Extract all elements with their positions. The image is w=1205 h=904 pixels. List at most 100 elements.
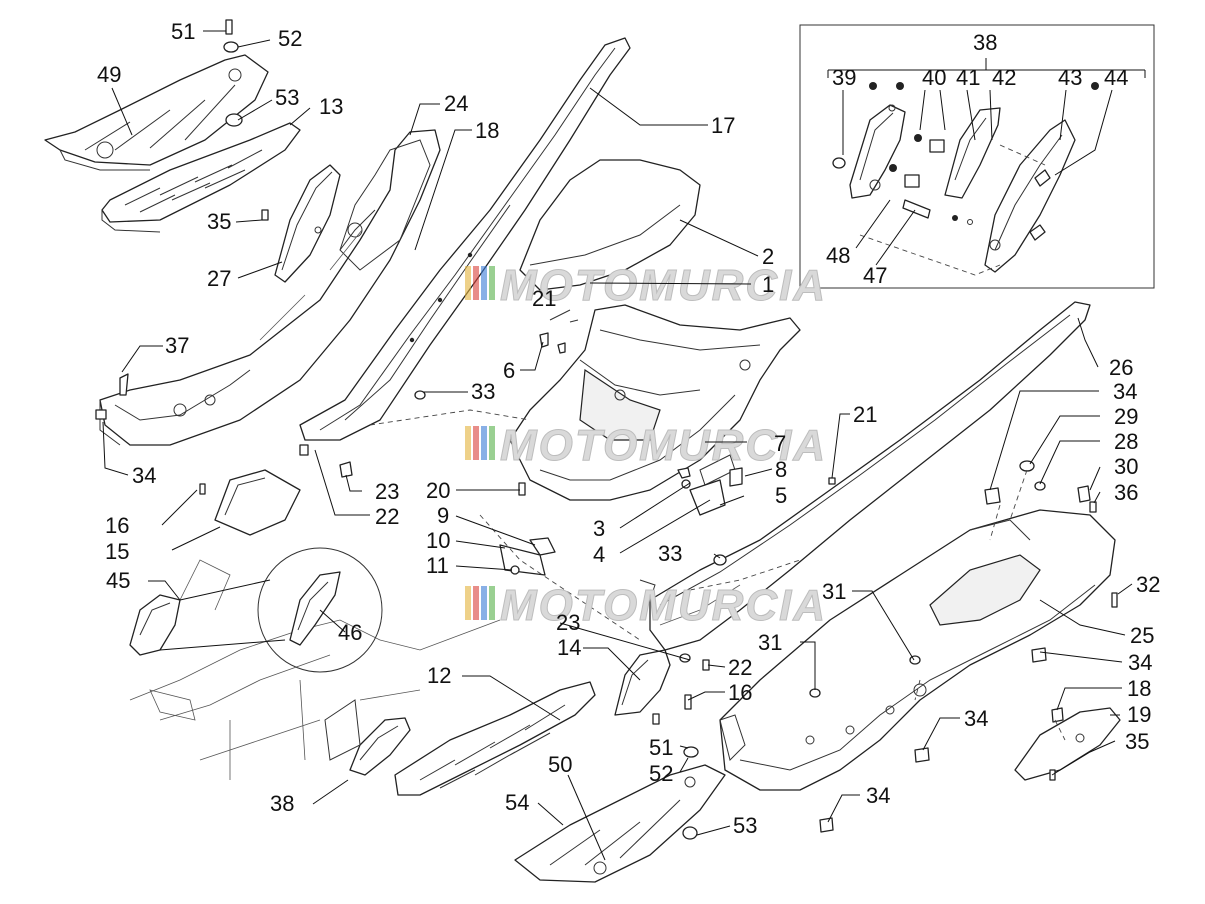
small-hardware: [95, 19, 1118, 840]
part-left-side-panel: [99, 129, 441, 446]
callout-16: 16: [728, 680, 752, 705]
callout-23: 23: [375, 479, 399, 504]
callout-7: 7: [774, 431, 786, 456]
callout-22: 22: [728, 655, 752, 680]
callout-27: 27: [207, 266, 231, 291]
watermark-top: MOTOMURCIA: [465, 261, 827, 311]
part-central-tunnel: [509, 304, 801, 501]
callout-34: 34: [964, 706, 988, 731]
callout-37: 37: [165, 333, 189, 358]
callout-39: 39: [832, 65, 856, 90]
callout-44: 44: [1104, 65, 1128, 90]
callout-22: 22: [375, 504, 399, 529]
callout-25: 25: [1130, 623, 1154, 648]
callout-15: 15: [105, 539, 129, 564]
part-right-side-panel: [639, 301, 1091, 651]
parts-line-art: [44, 19, 1155, 883]
callout-1: 1: [762, 272, 774, 297]
callout-42: 42: [992, 65, 1016, 90]
callout-26: 26: [1109, 355, 1133, 380]
callout-23: 23: [556, 610, 580, 635]
part-frame-rail: [299, 37, 631, 441]
callout-8: 8: [775, 457, 787, 482]
callout-28: 28: [1114, 429, 1138, 454]
callout-34: 34: [1113, 379, 1137, 404]
inset-parts: [832, 82, 1099, 276]
watermark-bottom: MOTOMURCIA: [465, 581, 827, 631]
callout-5: 5: [775, 483, 787, 508]
callout-35: 35: [1125, 729, 1149, 754]
callout-34: 34: [1128, 650, 1152, 675]
callout-16: 16: [105, 513, 129, 538]
callout-30: 30: [1114, 454, 1138, 479]
callout-12: 12: [427, 663, 451, 688]
callout-52: 52: [278, 26, 302, 51]
callout-33: 33: [471, 379, 495, 404]
callout-10: 10: [426, 528, 450, 553]
callout-numbers: 51 52 49 53 13 24 18 17 35 27 2 1 21 37 …: [97, 19, 1160, 838]
callout-2: 2: [762, 244, 774, 269]
callout-38: 38: [973, 30, 997, 55]
callout-31: 31: [822, 579, 846, 604]
callout-47: 47: [863, 263, 887, 288]
watermark-text: MOTOMURCIA: [500, 421, 827, 470]
callout-53: 53: [275, 85, 299, 110]
callout-19: 19: [1127, 702, 1151, 727]
part-small-panel: [274, 164, 341, 283]
part-footpeg-45: [129, 594, 181, 656]
callout-35: 35: [207, 209, 231, 234]
callout-21: 21: [532, 286, 556, 311]
callout-21: 21: [853, 402, 877, 427]
callout-11: 11: [426, 553, 449, 578]
part-footrest-mat-lower: [514, 764, 726, 883]
callout-14: 14: [557, 635, 581, 660]
callout-48: 48: [826, 243, 850, 268]
callout-49: 49: [97, 62, 121, 87]
callout-36: 36: [1114, 480, 1138, 505]
callout-46: 46: [338, 620, 362, 645]
callout-3: 3: [593, 516, 605, 541]
callout-33: 33: [658, 541, 682, 566]
callout-34: 34: [866, 783, 890, 808]
callout-18: 18: [475, 118, 499, 143]
part-footpeg-38: [349, 717, 411, 776]
part-bracket-panel: [214, 469, 301, 536]
part-footrest-mat-upper: [44, 54, 269, 171]
callout-43: 43: [1058, 65, 1082, 90]
callout-6: 6: [503, 358, 515, 383]
callout-20: 20: [426, 478, 450, 503]
part-lower-side-panel: [719, 509, 1116, 791]
callout-31: 31: [758, 630, 782, 655]
callout-18: 18: [1127, 676, 1151, 701]
part-side-guard: [614, 649, 671, 716]
inset-box: [799, 24, 1155, 289]
callout-41: 41: [956, 65, 980, 90]
part-footboard-upper: [101, 122, 301, 233]
callout-50: 50: [548, 752, 572, 777]
callout-34: 34: [132, 463, 156, 488]
callout-53: 53: [733, 813, 757, 838]
callout-9: 9: [437, 503, 449, 528]
leader-lines: [102, 30, 1146, 861]
callout-51: 51: [649, 735, 673, 760]
callout-13: 13: [319, 94, 343, 119]
part-footboard-lower: [394, 681, 596, 796]
callout-51: 51: [171, 19, 195, 44]
callout-29: 29: [1114, 404, 1138, 429]
frame-sketch: [129, 559, 501, 780]
watermark-text: MOTOMURCIA: [500, 581, 827, 630]
callout-45: 45: [106, 568, 130, 593]
callout-40: 40: [922, 65, 946, 90]
part-small-cover: [1014, 707, 1121, 781]
callout-17: 17: [711, 113, 735, 138]
watermark-middle: MOTOMURCIA: [465, 421, 827, 471]
callout-38: 38: [270, 791, 294, 816]
callout-24: 24: [444, 91, 468, 116]
part-footpeg-insert-46: [289, 571, 341, 646]
callout-54: 54: [505, 790, 529, 815]
watermark-text: MOTOMURCIA: [500, 261, 827, 310]
callout-52: 52: [649, 761, 673, 786]
callout-4: 4: [593, 542, 605, 567]
part-seat-cushion: [519, 159, 701, 291]
